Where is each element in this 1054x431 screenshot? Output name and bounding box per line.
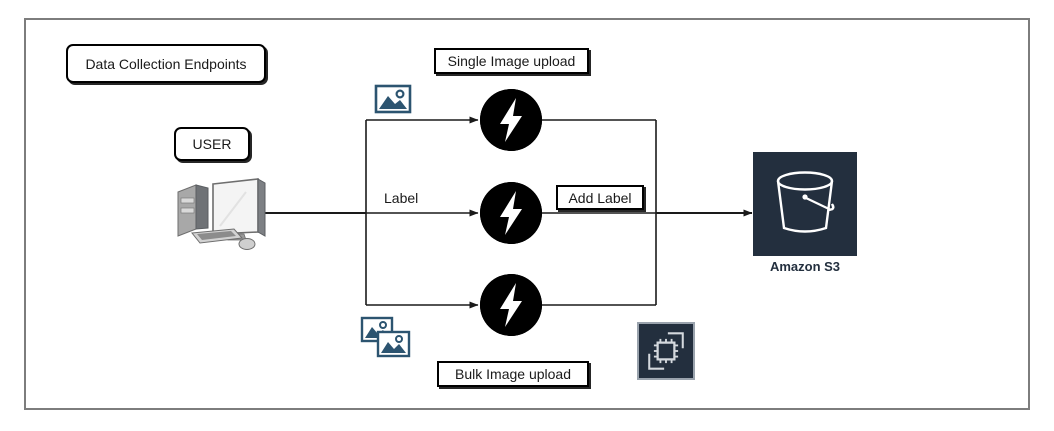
lambda-bolt-icon (480, 274, 542, 336)
desktop-computer-icon (168, 176, 278, 258)
add-label-text: Add Label (568, 189, 632, 206)
user-box: USER (174, 127, 250, 161)
lambda-bolt-icon (480, 182, 542, 244)
add-label-box: Add Label (556, 185, 644, 210)
label-text: Label (384, 190, 419, 206)
bulk-image-upload-box: Bulk Image upload (437, 361, 589, 387)
data-collection-endpoints-label: Data Collection Endpoints (85, 55, 247, 72)
single-image-upload-box: Single Image upload (434, 48, 589, 74)
data-collection-endpoints-box: Data Collection Endpoints (66, 44, 266, 83)
single-image-upload-label: Single Image upload (447, 53, 576, 69)
s3-caption: Amazon S3 (769, 259, 841, 274)
single-image-icon (374, 83, 412, 115)
compute-chip-icon (637, 322, 695, 380)
bulk-image-upload-label: Bulk Image upload (455, 366, 571, 382)
s3-bucket-icon (753, 152, 857, 256)
bulk-image-icon (360, 316, 412, 358)
lambda-bolt-icon (480, 89, 542, 151)
user-label: USER (192, 136, 232, 152)
